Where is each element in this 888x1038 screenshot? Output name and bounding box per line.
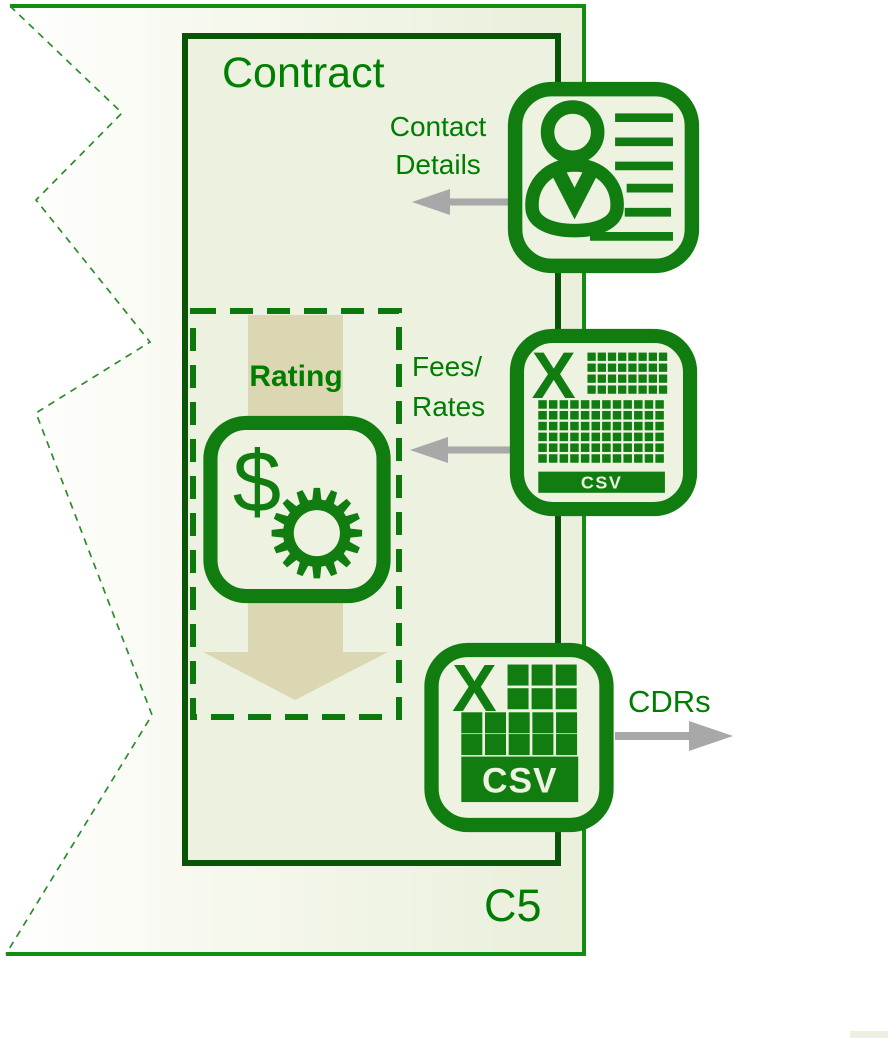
csv-banner — [538, 471, 665, 493]
contact-arrow-head — [412, 189, 450, 215]
contact-arrow — [412, 189, 508, 215]
csv-banner-text: CSV — [581, 472, 622, 492]
cdrs-arrow — [615, 721, 733, 751]
cdrs-label: CDRs — [628, 684, 711, 719]
fees-rates-line1: Fees/ — [412, 351, 483, 382]
spreadsheet-grid-main — [538, 400, 664, 463]
fees-arrow — [410, 437, 511, 463]
csv-banner — [461, 756, 579, 803]
fees-rates-label: Fees/ Rates — [412, 347, 485, 427]
person-icon — [525, 100, 624, 238]
contact-card-icon — [507, 81, 700, 274]
spreadsheet-grid-top — [587, 352, 668, 394]
contact-text-lines — [589, 113, 673, 241]
rating-process-icon: $ — [203, 415, 391, 604]
rating-label: Rating — [249, 360, 343, 393]
cdrs-arrow-head — [689, 721, 733, 751]
fees-rates-line2: Rates — [412, 391, 486, 422]
csv-file-icon: X CSV — [424, 642, 614, 833]
contact-details-label: Contact Details — [368, 108, 508, 184]
spreadsheet-grid-top — [507, 664, 577, 710]
gear-icon — [271, 487, 363, 579]
fees-arrow-head — [410, 437, 448, 463]
corner-fragment — [850, 1031, 888, 1038]
excel-csv-spreadsheet-icon: X CSV — [509, 328, 698, 517]
spreadsheet-grid-main — [461, 712, 578, 756]
contract-title: Contract — [222, 49, 385, 97]
page-tag-c5: C5 — [484, 880, 542, 931]
torn-edge-zigzag — [5, 5, 153, 955]
rating-dashed-box — [190, 308, 402, 720]
contact-details-line2: Details — [395, 149, 481, 180]
csv-banner-text: CSV — [482, 762, 558, 801]
dollar-icon: $ — [233, 433, 281, 530]
contact-details-line1: Contact — [389, 111, 487, 142]
rating-arrow-head — [203, 652, 388, 700]
